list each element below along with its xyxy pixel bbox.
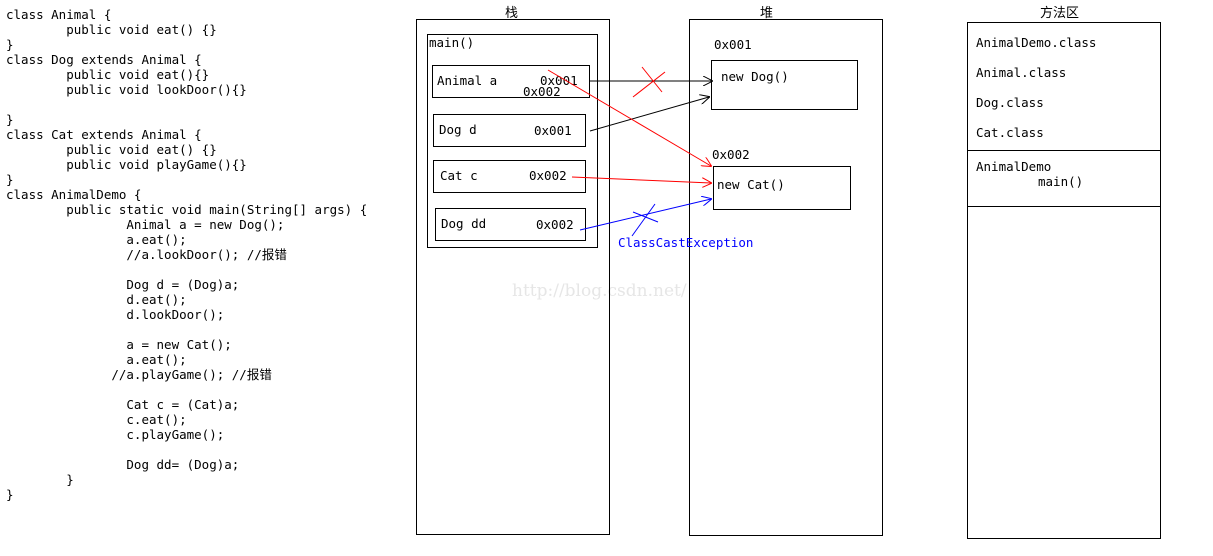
code-line: public void playGame(){} — [6, 157, 247, 172]
code-line: public void eat(){} — [6, 67, 210, 82]
code-line: a.eat(); — [6, 232, 187, 247]
var-name: Cat c — [440, 168, 478, 183]
main-stack-frame — [427, 34, 598, 248]
heap-region — [689, 19, 883, 536]
code-line: } — [6, 37, 14, 52]
var-name: Dog dd — [441, 216, 486, 231]
code-line: d.lookDoor(); — [6, 307, 225, 322]
class-entry: Dog.class — [976, 95, 1044, 110]
code-line: public static void main(String[] args) { — [6, 202, 368, 217]
heap-title: 堆 — [760, 6, 773, 21]
var-name: Animal a — [437, 73, 497, 88]
code-line: class Cat extends Animal { — [6, 127, 202, 142]
method-name: main() — [1038, 174, 1083, 189]
watermark-text: http://blog.csdn.net/ — [512, 281, 687, 301]
code-line: a = new Cat(); — [6, 337, 232, 352]
var-address: 0x001 — [534, 123, 572, 138]
stack-var-dd: Dog dd 0x002 — [435, 208, 586, 241]
code-line: Cat c = (Cat)a; — [6, 397, 240, 412]
code-line: class AnimalDemo { — [6, 187, 142, 202]
code-line: class Dog extends Animal { — [6, 52, 202, 67]
heap-object-dog: 0x001 new Dog() — [711, 37, 858, 110]
var-address: 0x002 — [536, 217, 574, 232]
object-label: new Dog() — [721, 69, 789, 84]
code-line: c.playGame(); — [6, 427, 225, 442]
reference-arrow-a-to-cat — [547, 69, 711, 166]
code-line: //a.lookDoor(); //报错 — [6, 247, 287, 262]
object-label: new Cat() — [717, 177, 785, 192]
class-entry: Animal.class — [976, 65, 1066, 80]
stack-var-a: Animal a 0x001 0x002 — [432, 65, 590, 99]
stack-region — [416, 19, 610, 535]
cross-mark — [631, 203, 659, 237]
reference-arrow-d-to-dog — [589, 97, 709, 132]
code-line: } — [6, 487, 14, 502]
source-code-listing: class Animal { public void eat() {}}clas… — [6, 7, 367, 502]
cross-mark — [632, 66, 666, 98]
code-line: public void eat() {} — [6, 142, 217, 157]
object-address: 0x001 — [714, 37, 752, 52]
class-entry: AnimalDemo.class — [976, 35, 1096, 50]
code-line: } — [6, 472, 74, 487]
code-line: } — [6, 172, 14, 187]
code-line: public void lookDoor(){} — [6, 82, 247, 97]
var-address-overwritten: 0x002 — [523, 84, 561, 99]
code-line: } — [6, 112, 14, 127]
var-address: 0x001 — [540, 73, 578, 88]
code-line: Animal a = new Dog(); — [6, 217, 285, 232]
var-name: Dog d — [439, 122, 477, 137]
stack-title: 栈 — [505, 6, 518, 21]
frame-label: main() — [429, 35, 474, 50]
code-line: d.eat(); — [6, 292, 187, 307]
stack-var-d: Dog d 0x001 — [433, 114, 586, 147]
method-owner: AnimalDemo — [976, 159, 1051, 174]
code-line: c.eat(); — [6, 412, 187, 427]
code-line: //a.playGame(); //报错 — [6, 367, 272, 382]
method-area-title: 方法区 — [1040, 5, 1079, 21]
method-area-region — [967, 22, 1161, 539]
code-line: public void eat() {} — [6, 22, 217, 37]
invalid-arrow-dd-to-cat — [579, 199, 711, 231]
code-line: class Animal { — [6, 7, 112, 22]
code-line: a.eat(); — [6, 352, 187, 367]
class-entry: Cat.class — [976, 125, 1044, 140]
exception-label: ClassCastException — [618, 235, 753, 250]
stack-var-c: Cat c 0x002 — [433, 160, 586, 193]
var-address: 0x002 — [529, 168, 567, 183]
object-address: 0x002 — [712, 147, 750, 162]
code-line: Dog d = (Dog)a; — [6, 277, 240, 292]
reference-arrow-c-to-cat — [571, 176, 711, 183]
code-line: Dog dd= (Dog)a; — [6, 457, 240, 472]
heap-object-cat: 0x002 new Cat() — [712, 147, 851, 210]
